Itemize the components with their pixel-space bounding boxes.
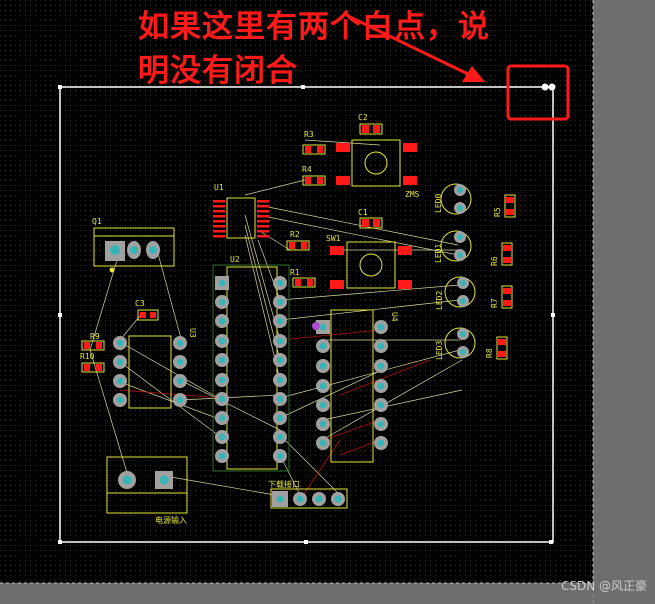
component-c3[interactable]: C3 bbox=[135, 299, 159, 321]
component-c2[interactable]: C2 bbox=[358, 113, 383, 135]
led3-label: LED3 bbox=[435, 341, 444, 360]
workspace-edge-panel-bottom bbox=[0, 583, 593, 604]
component-u4[interactable]: U4 bbox=[312, 309, 399, 463]
component-c1[interactable]: C1 bbox=[358, 208, 383, 229]
q1-label: Q1 bbox=[92, 217, 102, 226]
ratsnest bbox=[89, 139, 463, 496]
annotation-text-line1: 如果这里有两个白点，说 bbox=[138, 9, 490, 45]
component-r6[interactable]: R6 bbox=[490, 242, 513, 266]
r2-label: R2 bbox=[290, 230, 300, 239]
component-q1[interactable]: Q1 bbox=[92, 217, 175, 273]
component-p1[interactable]: 电源输入 bbox=[106, 456, 188, 525]
sw1-label: SW1 bbox=[326, 234, 341, 243]
component-r5[interactable]: R5 bbox=[493, 194, 516, 218]
led1-label: LED1 bbox=[434, 244, 443, 263]
u4-label: U4 bbox=[390, 312, 399, 322]
p1-label: 电源输入 bbox=[155, 515, 187, 525]
component-zms[interactable]: ZMS bbox=[336, 139, 420, 199]
annotation-arrow bbox=[349, 15, 485, 82]
c2-label: C2 bbox=[358, 113, 368, 122]
component-r10[interactable]: R10 bbox=[80, 352, 105, 373]
r8-label: R8 bbox=[485, 348, 494, 358]
component-r9[interactable]: R9 bbox=[81, 332, 105, 351]
u3-label: U3 bbox=[188, 328, 197, 338]
r1-label: R1 bbox=[290, 268, 300, 277]
component-led3[interactable]: LED3 bbox=[435, 327, 476, 360]
led0-label: LED0 bbox=[434, 194, 443, 213]
c3-label: C3 bbox=[135, 299, 145, 308]
component-r7[interactable]: R7 bbox=[490, 285, 513, 309]
r4-label: R4 bbox=[302, 165, 312, 174]
p2-label: 下载接口 bbox=[268, 479, 300, 489]
component-r2[interactable]: R2 bbox=[286, 230, 310, 251]
open-vertex-dot-2 bbox=[548, 83, 556, 91]
component-r8[interactable]: R8 bbox=[485, 336, 508, 360]
c1-label: C1 bbox=[358, 208, 368, 217]
r10-label: R10 bbox=[80, 352, 95, 361]
component-led2[interactable]: LED2 bbox=[435, 276, 476, 310]
highlight-box bbox=[506, 64, 570, 121]
component-r1[interactable]: R1 bbox=[290, 268, 316, 288]
component-r4[interactable]: R4 bbox=[302, 165, 326, 186]
zms-label: ZMS bbox=[405, 190, 420, 199]
r3-label: R3 bbox=[304, 130, 314, 139]
r9-label: R9 bbox=[90, 332, 100, 341]
annotation-text-line2: 明没有闭合 bbox=[138, 53, 298, 89]
open-vertex-dot-1 bbox=[541, 83, 549, 91]
led2-label: LED2 bbox=[435, 291, 444, 310]
component-r3[interactable]: R3 bbox=[302, 130, 326, 155]
board-outline[interactable] bbox=[58, 83, 556, 545]
component-u3[interactable]: U3 bbox=[113, 328, 197, 409]
component-led1[interactable]: LED1 bbox=[434, 230, 472, 263]
watermark: CSDN @风正豪 bbox=[560, 579, 647, 593]
component-p2[interactable]: 下载接口 bbox=[268, 479, 348, 509]
workspace-edge-panel bbox=[593, 0, 655, 604]
u1-label: U1 bbox=[214, 183, 224, 192]
r7-label: R7 bbox=[490, 298, 499, 308]
u2-label: U2 bbox=[230, 255, 240, 264]
component-u1[interactable]: U1 bbox=[213, 183, 269, 239]
component-u2[interactable]: U2 bbox=[212, 255, 290, 472]
component-sw1[interactable]: SW1 bbox=[326, 234, 412, 289]
component-led0[interactable]: LED0 bbox=[434, 183, 472, 215]
r6-label: R6 bbox=[490, 256, 499, 266]
r5-label: R5 bbox=[493, 207, 502, 217]
